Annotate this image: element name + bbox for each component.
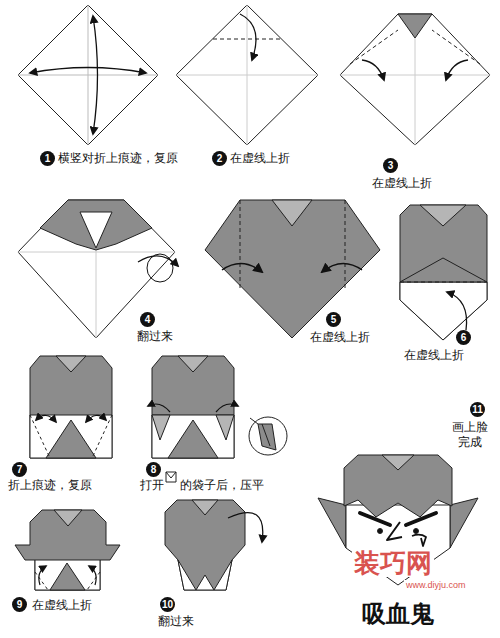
callout-number: 4 [140, 312, 155, 327]
step2-paper [176, 5, 318, 145]
callout-number: 5 [326, 312, 341, 327]
step3-paper [340, 14, 490, 145]
step-caption: 在虚线上折 [372, 176, 432, 190]
step-caption: 横竖对折上痕迹，复原 [58, 151, 178, 165]
watermark: 装巧网 [352, 549, 434, 577]
step-caption: 在虚线上折 [230, 151, 290, 165]
callout-number: 7 [12, 462, 27, 477]
callout-number: 9 [12, 597, 27, 612]
step-caption: 在虚线上折 [404, 348, 464, 362]
step1-paper [18, 5, 158, 145]
step5-paper [205, 200, 380, 338]
step-caption: 折上痕迹，复原 [8, 478, 92, 492]
step-caption: 翻过来 [158, 614, 194, 628]
vampire-face [318, 455, 478, 585]
step4-paper [18, 200, 178, 338]
step7-paper [30, 356, 112, 458]
pocket-icon [166, 472, 176, 482]
step-caption: 的袋子后，压平 [180, 478, 264, 492]
callout-number: 2 [212, 151, 227, 166]
step6-paper [400, 205, 487, 340]
step10-paper [165, 500, 263, 590]
step-caption: 在虚线上折 [310, 330, 370, 344]
callout-number: 11 [470, 402, 485, 417]
callout-number: 3 [383, 158, 398, 173]
callout-number: 1 [40, 151, 55, 166]
step-caption: 在虚线上折 [32, 598, 92, 612]
step-caption: 打开 [140, 478, 164, 492]
step-caption: 翻过来 [137, 329, 173, 343]
step-caption: 完成 [458, 435, 482, 449]
callout-number: 6 [456, 330, 471, 345]
model-title: 吸血鬼 [362, 600, 434, 628]
watermark-url: www.diyju.com [404, 580, 468, 591]
callout-number: 10 [160, 597, 175, 612]
step9-paper [15, 510, 120, 590]
step8-paper [148, 356, 287, 458]
step-caption: 画上脸 [452, 420, 488, 434]
callout-number: 8 [146, 462, 161, 477]
